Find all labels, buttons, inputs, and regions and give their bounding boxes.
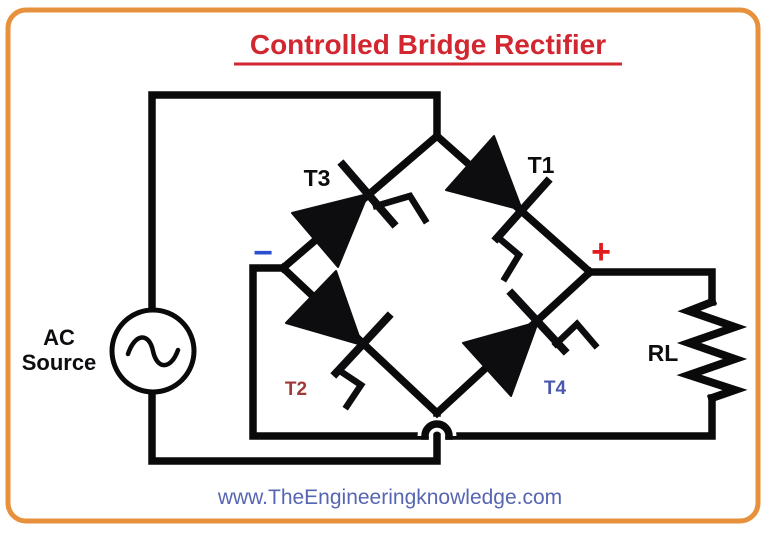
polarity-plus-label: +: [591, 233, 611, 271]
thyristor-t4-triangle: [462, 321, 539, 397]
thyristor-t1-triangle: [445, 135, 523, 211]
thyristor-t3-cathode-bar: [337, 159, 399, 229]
thyristor-t4-gate: [551, 319, 600, 350]
ac-source-label-line1: AC: [43, 325, 75, 350]
polarity-minus-label: −: [253, 234, 273, 272]
resistor-rl-symbol: [676, 296, 748, 404]
label-t1: T1: [528, 152, 555, 178]
ac-source-label-line2: Source: [22, 350, 97, 375]
thyristor-t3-triangle: [291, 193, 369, 268]
thyristor-t2-gate: [335, 366, 366, 411]
label-t3: T3: [304, 165, 331, 191]
wire-positive-rail: [586, 268, 716, 306]
wire-negative-rail: [249, 264, 429, 440]
wire-load-bottom: [445, 394, 716, 440]
wire-hop: [421, 420, 453, 440]
thyristor-t2-triangle: [285, 270, 363, 346]
thyristor-t2-cathode-bar: [330, 311, 394, 379]
label-t4: T4: [544, 378, 567, 399]
wire-ac-top: [148, 91, 441, 315]
ac-sine-wave-icon: [125, 335, 181, 368]
label-t2: T2: [285, 379, 307, 400]
thyristor-t1-gate: [495, 234, 524, 283]
wire-ac-bottom: [148, 388, 441, 465]
footer-url: www.TheEngineeringknowledge.com: [217, 486, 562, 509]
page-title: Controlled Bridge Rectifier: [250, 29, 606, 60]
thyristor-t1-cathode-bar: [491, 176, 553, 244]
thyristor-t3-gate: [371, 192, 430, 225]
page-border: [5, 7, 761, 524]
label-rl: RL: [648, 340, 679, 366]
